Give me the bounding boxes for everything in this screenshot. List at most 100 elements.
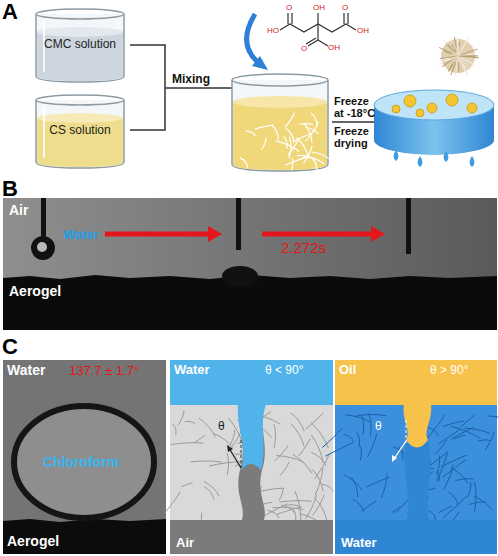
fiber (293, 454, 312, 473)
fiber (322, 484, 334, 491)
fiber (357, 415, 386, 416)
fiber (272, 125, 279, 140)
fiber (444, 465, 453, 490)
fiber (462, 49, 477, 54)
panel-letter: C (2, 335, 18, 359)
fiber (240, 158, 248, 168)
fiber (280, 462, 289, 475)
aerogel-dish (404, 95, 416, 107)
fiber (185, 421, 196, 424)
mixing-beaker (232, 74, 328, 86)
photo-sequence: AirWater2.272sAerogel (3, 198, 497, 330)
fiber (199, 418, 216, 437)
wetting-schematic (241, 440, 242, 470)
fiber (441, 58, 449, 60)
fiber (299, 439, 310, 456)
fiber (261, 138, 266, 150)
fiber (443, 459, 466, 476)
fiber (326, 443, 354, 456)
atom-label: OH (313, 4, 325, 13)
contact-angle-photo: Water137.7 ± 1.7°ChloroformAerogel (3, 360, 166, 554)
angle-symbol: θ (218, 420, 225, 433)
angle-symbol: θ (375, 420, 382, 433)
fiber (279, 488, 283, 501)
fiber (459, 58, 468, 75)
fiber (291, 413, 305, 431)
nonwetting-schematic (335, 405, 497, 520)
fiber (204, 487, 214, 500)
fiber (458, 38, 468, 56)
fiber (455, 57, 458, 75)
fiber (463, 56, 478, 57)
fiber (314, 497, 327, 520)
aerogel-sample (439, 37, 479, 76)
fiber (368, 413, 371, 436)
wetting-schematic: Waterθ < 90°θAir (170, 360, 333, 554)
wetting-schematic (170, 520, 333, 554)
medium-label: Water (7, 363, 45, 378)
wetting-schematic: Oilθ > 90°θWater (335, 360, 497, 554)
material-label: Aerogel (7, 534, 59, 549)
fiber (459, 42, 461, 47)
fiber (366, 477, 389, 487)
wetting-schematic (227, 445, 233, 452)
fiber (284, 136, 287, 148)
angle-condition: θ > 90° (430, 364, 469, 377)
nonwetting-schematic (403, 404, 431, 448)
fiber (315, 468, 323, 495)
fiber (392, 506, 401, 513)
fiber (461, 415, 474, 427)
add-arrow (247, 14, 260, 64)
medium-label: Chloroform (43, 455, 119, 470)
fiber (291, 158, 293, 170)
fiber (464, 54, 475, 55)
fiber (361, 416, 363, 435)
citric-acid-structure (317, 24, 318, 40)
fiber (478, 440, 490, 441)
contact-angle-photo (3, 360, 166, 554)
citric-acid-structure (306, 38, 316, 44)
aerogel-dish (416, 109, 424, 117)
fiber (304, 146, 312, 163)
medium-label: Air (176, 536, 194, 550)
droplet-photo (41, 198, 46, 238)
fiber (443, 421, 464, 427)
fiber (381, 474, 387, 498)
citric-acid-structure (317, 13, 318, 24)
fiber (457, 40, 458, 55)
droplet-photo (31, 236, 55, 260)
fiber (276, 141, 299, 152)
fiber (281, 505, 294, 513)
add-arrow (252, 56, 268, 70)
fiber (469, 502, 486, 504)
beaker-outline (37, 27, 123, 37)
water-drops (470, 156, 475, 167)
wetting-schematic (229, 448, 241, 468)
beaker-outline (36, 9, 124, 19)
fiber (437, 470, 440, 481)
fiber (458, 63, 460, 72)
fiber (275, 446, 288, 461)
fiber (353, 499, 365, 512)
citric-acid-structure (318, 40, 328, 46)
droplet-photo (3, 198, 497, 330)
fiber (429, 511, 436, 521)
fiber (182, 483, 193, 487)
fiber (204, 482, 219, 497)
nonwetting-schematic (335, 520, 497, 554)
step-label: Mixing (172, 73, 210, 86)
wetting-schematic (170, 360, 333, 408)
fiber (464, 428, 490, 434)
add-arrow (247, 14, 268, 70)
fiber (467, 482, 471, 497)
fiber (449, 65, 453, 72)
citric-acid-structure (343, 13, 344, 24)
fiber (361, 501, 376, 511)
atom-label: O (286, 4, 292, 13)
beaker: CMC solution (30, 6, 130, 84)
time-value: 2.272s (281, 240, 326, 257)
fiber (194, 435, 205, 443)
mixing-lines (130, 45, 165, 130)
fiber (461, 59, 470, 69)
